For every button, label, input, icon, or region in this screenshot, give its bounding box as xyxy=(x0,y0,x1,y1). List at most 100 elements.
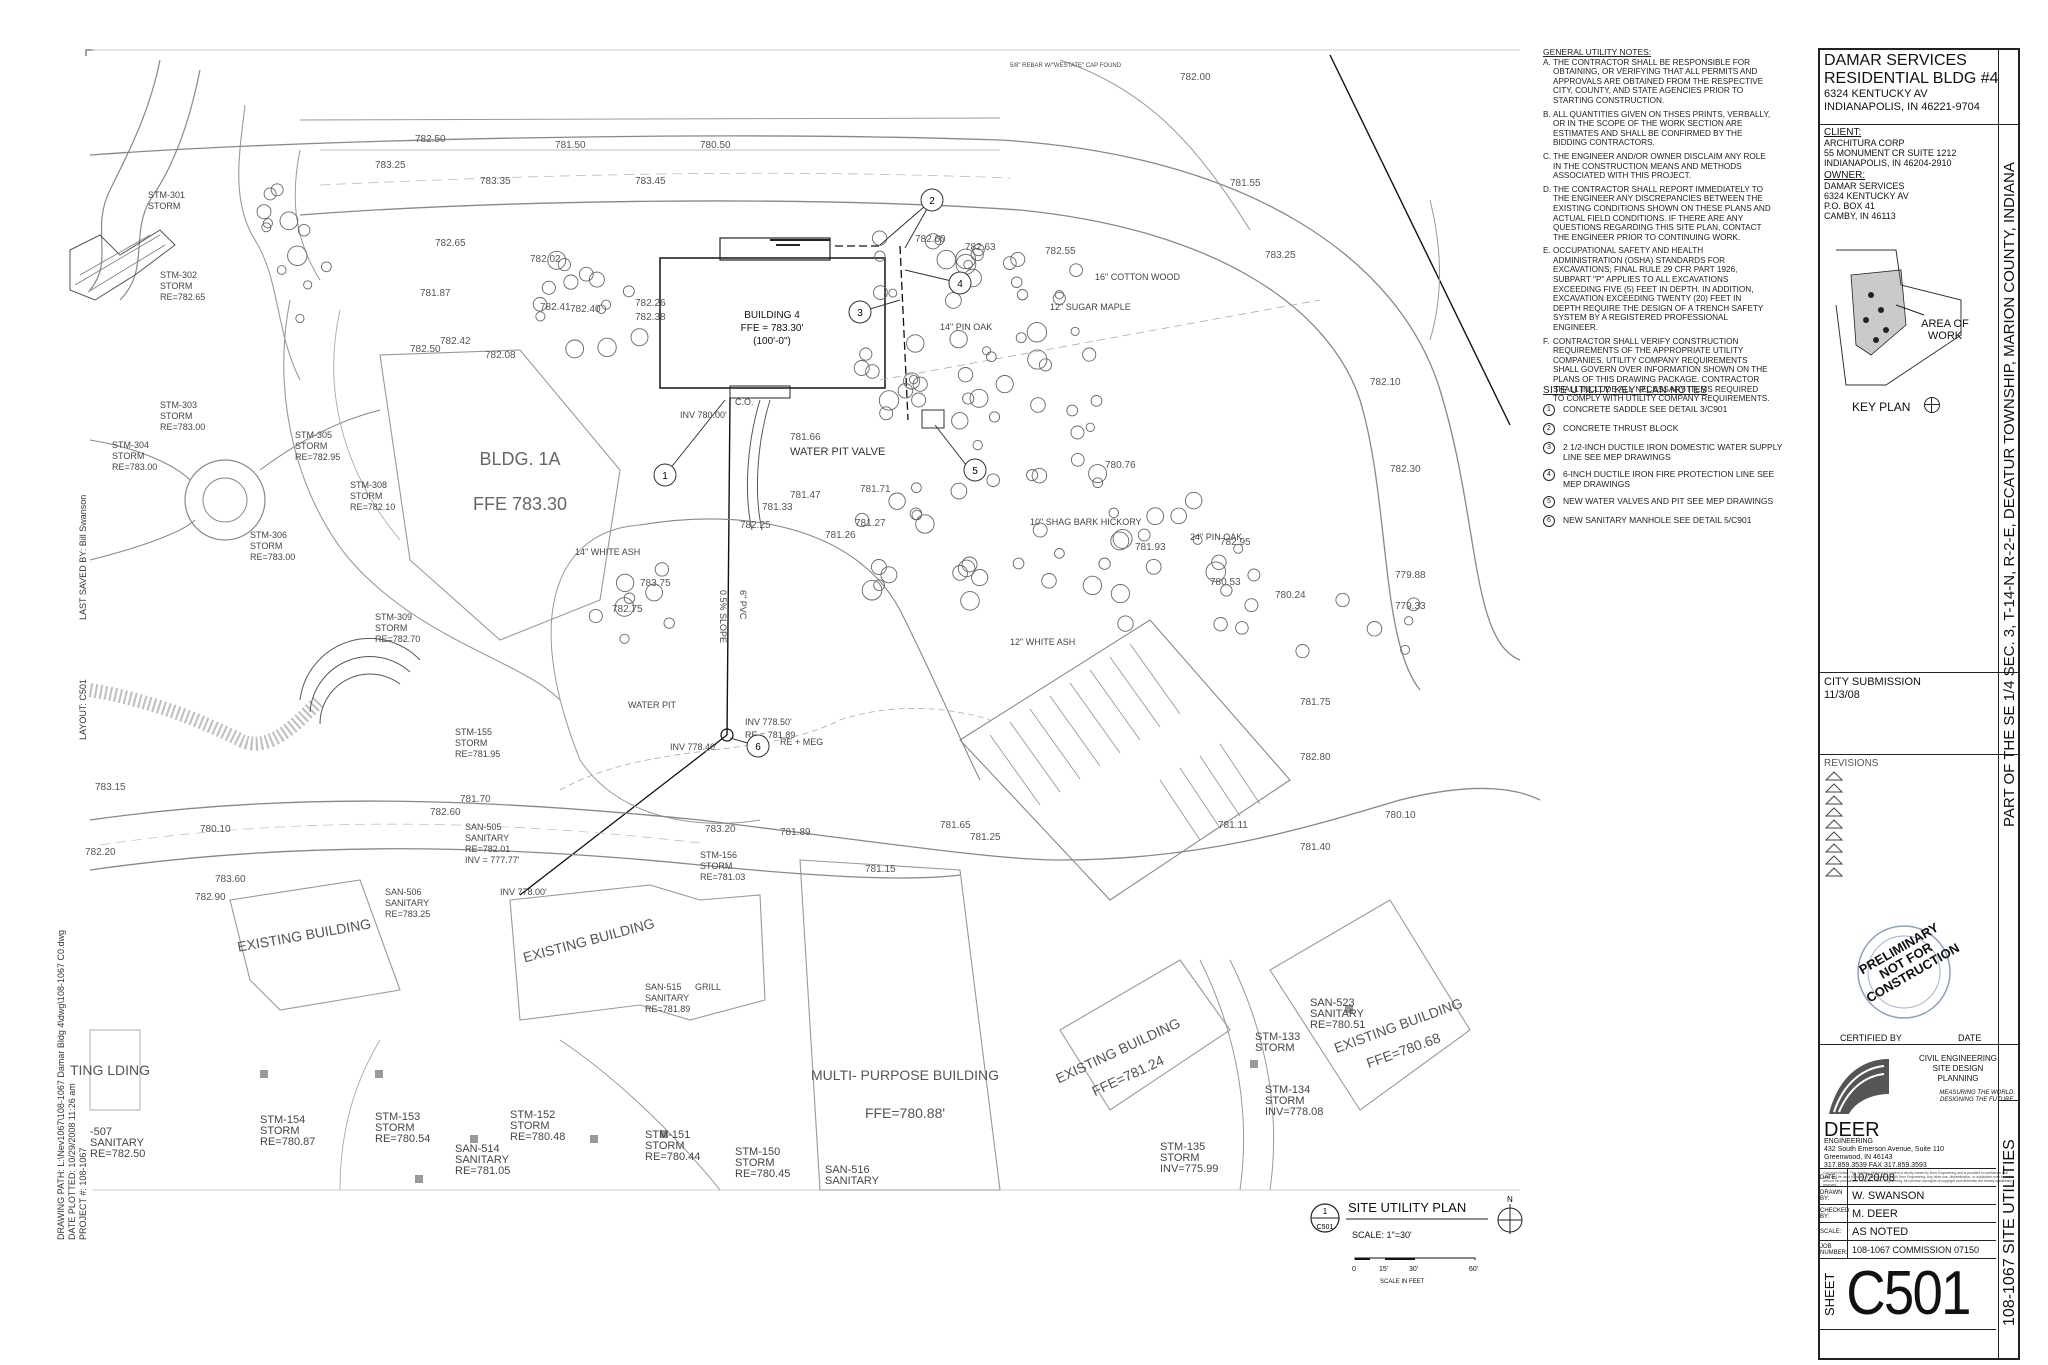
spot-elevation: 782.60 xyxy=(915,234,946,245)
tree-icon xyxy=(1085,422,1095,432)
callout-2: 2 xyxy=(920,188,944,212)
tree-icon xyxy=(1041,573,1057,589)
spot-elevation: 779.88 xyxy=(1395,570,1426,581)
spot-elevation: 782.50 xyxy=(410,344,441,355)
re-781-89-label: RE = 781.89 xyxy=(745,730,795,740)
spot-elevation: 783.45 xyxy=(635,176,666,187)
title-row-1: DRAWN BY:W. SWANSON xyxy=(1818,1186,1996,1204)
spot-elevation: 781.27 xyxy=(855,518,886,529)
tree-icon xyxy=(957,559,976,578)
structure-label-stm-133-1: STORM xyxy=(1255,1042,1295,1054)
spot-elevation: 782.08 xyxy=(485,350,516,361)
tree-icon xyxy=(1213,617,1228,632)
spot-elevation: 780.53 xyxy=(1210,577,1241,588)
tree-icon xyxy=(873,285,888,300)
structure-label-stm-304-2: RE=783.00 xyxy=(112,462,157,472)
slope-label: 0.5% SLOPE xyxy=(718,590,728,643)
key-note-number: 2 xyxy=(1543,423,1555,435)
title-row-value: M. DEER xyxy=(1852,1207,1898,1220)
spot-elevation: 781.33 xyxy=(762,502,793,513)
title-row-key: DRAWN BY: xyxy=(1818,1187,1848,1204)
callout-5: 5 xyxy=(963,458,987,482)
layout-text: LAYOUT: C501 xyxy=(78,679,88,740)
spot-elevation: 781.15 xyxy=(865,864,896,875)
structure-label-stm-150-1: STORM xyxy=(735,1157,775,1169)
key-note-number: 3 xyxy=(1543,442,1555,454)
tree-icon xyxy=(1244,598,1259,613)
tree-icon xyxy=(1295,644,1310,659)
key-note-text: 6-INCH DUCTILE IRON FIRE PROTECTION LINE… xyxy=(1563,469,1775,489)
tree-icon xyxy=(961,556,978,573)
spot-elevation: 782.60 xyxy=(430,807,461,818)
project-block: DAMAR SERVICES RESIDENTIAL BLDG #4 6324 … xyxy=(1820,50,2018,125)
key-plan-block: AREA OF WORK KEY PLAN xyxy=(1820,245,2018,475)
structure-label-stm-151-0: STM-151 xyxy=(645,1129,690,1141)
structure-label--507-0: -507 xyxy=(90,1126,112,1138)
tree-icon xyxy=(911,392,927,408)
key-note-number: 4 xyxy=(1543,469,1555,481)
spot-elevation: 780.10 xyxy=(1385,810,1416,821)
tree-icon xyxy=(321,261,332,273)
tree-icon xyxy=(912,376,928,392)
tree-icon xyxy=(295,313,305,324)
structure-label-san-505-3: INV = 777.77' xyxy=(465,855,520,865)
key-notes-title: SITE UTILITY KEY PLAN NOTES xyxy=(1543,385,1708,396)
structure-label-stm-153-0: STM-153 xyxy=(375,1111,420,1123)
spot-elevation: 783.75 xyxy=(640,578,671,589)
title-row-4: JOB NUMBER:108-1067 COMMISSION 07150 xyxy=(1818,1240,1996,1258)
firm-phone: 317.859.3539 FAX 317.859.3593 xyxy=(1824,1162,1927,1169)
building4-ffe: FFE = 783.30' xyxy=(741,323,804,334)
tree-icon xyxy=(563,274,579,290)
tree-icon xyxy=(985,351,997,363)
svg-text:2: 2 xyxy=(929,196,935,207)
spot-elevation: 783.60 xyxy=(215,874,246,885)
spot-elevation: 780.50 xyxy=(700,140,731,151)
structure-label-stm-152-1: STORM xyxy=(510,1120,550,1132)
tree-icon xyxy=(970,248,984,262)
building4-dim: (100'-0") xyxy=(753,336,791,347)
grill-label: GRILL xyxy=(695,982,721,992)
tree-icon xyxy=(854,512,870,528)
structure-label-stm-303-0: STM-303 xyxy=(160,400,197,410)
tree-icon xyxy=(1117,615,1134,632)
tree-icon xyxy=(871,230,888,246)
tree-icon xyxy=(1015,332,1027,344)
key-note-number: 6 xyxy=(1543,515,1555,527)
tree-icon xyxy=(1400,644,1411,655)
tree-label-4: 10" SHAG BARK HICKORY xyxy=(1030,517,1142,527)
general-notes-list: A.THE CONTRACTOR SHALL BE RESPONSIBLE FO… xyxy=(1543,58,1771,404)
key-note-text: NEW WATER VALVES AND PIT SEE MEP DRAWING… xyxy=(1563,496,1774,506)
last-saved-text: LAST SAVED BY: Bill Swanson xyxy=(78,495,88,620)
certified-date-label: DATE xyxy=(1958,1033,1982,1043)
project-name-line1: DAMAR SERVICES xyxy=(1824,52,1967,69)
preliminary-stamp: PRELIMINARY NOT FOR CONSTRUCTION xyxy=(1820,910,2018,1035)
general-note-c: C.THE ENGINEER AND/OR OWNER DISCLAIM ANY… xyxy=(1543,152,1771,181)
tree-icon xyxy=(1211,554,1227,570)
structure-label-stm-156-2: RE=781.03 xyxy=(700,872,745,882)
tree-icon xyxy=(908,374,919,385)
tree-icon xyxy=(1066,404,1079,417)
note-key: F. xyxy=(1543,336,1550,346)
callout-1: 1 xyxy=(653,463,677,487)
tree-icon xyxy=(1010,251,1026,267)
firm-service-3: PLANNING xyxy=(1937,1074,1979,1083)
tree-icon xyxy=(615,573,635,593)
key-note-4: 4 6-INCH DUCTILE IRON FIRE PROTECTION LIN… xyxy=(1543,469,1783,489)
tree-icon xyxy=(279,211,299,231)
tree-icon xyxy=(911,482,922,494)
tree-icon xyxy=(957,367,974,383)
general-note-e: E.OCCUPATIONAL SAFETY AND HEALTH ADMINIS… xyxy=(1543,246,1771,332)
tree-icon xyxy=(903,372,921,390)
svg-text:3: 3 xyxy=(857,308,863,319)
tree-icon xyxy=(870,559,887,575)
note-key: A. xyxy=(1543,57,1551,67)
svg-text:4: 4 xyxy=(957,279,963,290)
tree-icon xyxy=(541,280,556,295)
spot-elevation: 782.26 xyxy=(635,298,666,309)
tree-icon xyxy=(1052,291,1066,305)
tree-icon xyxy=(982,346,992,356)
structure-label-san-514-0: SAN-514 xyxy=(455,1143,500,1155)
tree-icon xyxy=(1235,621,1249,635)
